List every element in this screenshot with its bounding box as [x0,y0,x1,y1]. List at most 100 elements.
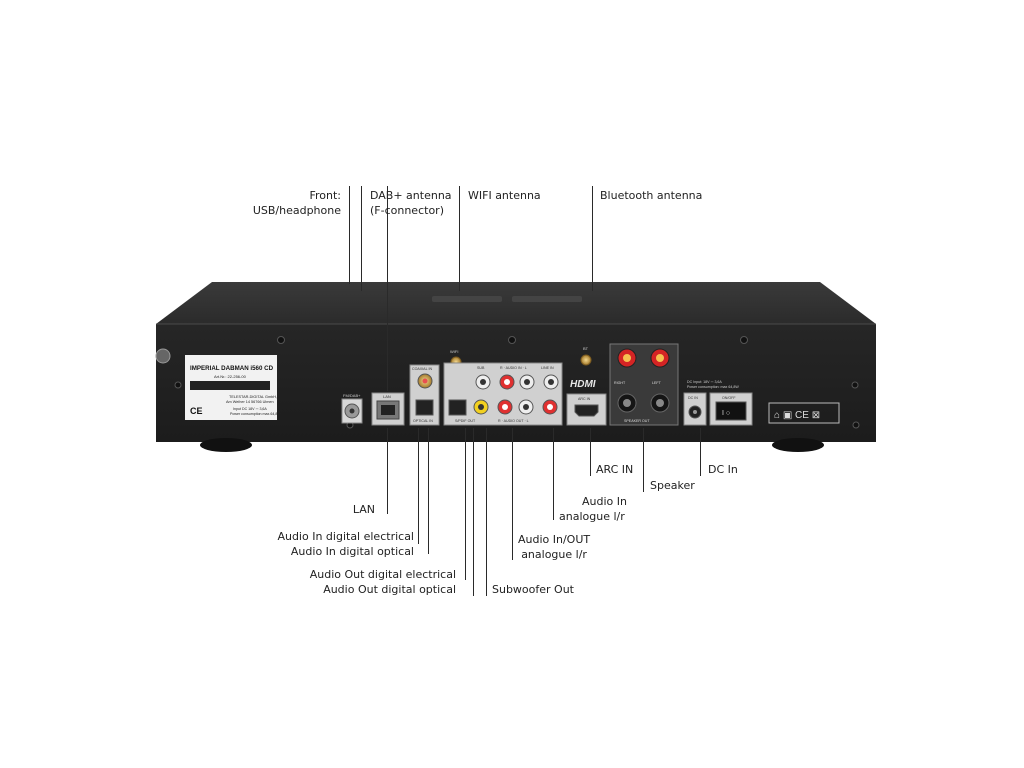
top-logo-right [512,296,582,302]
panel-coaxial-in-label: COAXIAL IN [412,367,432,371]
power-switch [715,401,747,421]
audio-in-l-jack-center [524,379,530,385]
leader-audio-inout-analogue [512,428,513,560]
leader-bluetooth-antenna [592,186,593,291]
label-bluetooth-antenna: Bluetooth antenna [600,189,703,202]
label-audio-out-digital: Audio Out digital electrical Audio Out d… [310,567,456,597]
leader-wifi-antenna [459,186,460,291]
label-dab-antenna: DAB+ antenna (F-connector) [370,188,452,218]
sticker-title: IMPERIAL DABMAN i560 CD [190,365,274,372]
audio-panel [443,362,563,426]
screw-2 [508,336,516,344]
spdif-out-coaxial-jack-center [478,404,484,410]
panel-dc-in-label: DC IN [688,396,698,400]
label-lan: LAN [352,503,375,516]
leader-audio-in-digital-electrical [418,428,419,544]
sticker-ce-mark: CE [190,406,203,416]
screw-7 [852,421,860,429]
spdif-out-optical-jack [448,399,467,416]
sticker-maker: TELESTAR-DIGITAL GmbH, [229,395,277,399]
label-audio-out-digital-electrical: Audio Out digital electrical [309,568,456,581]
sticker-address: Am Weiher 14 56766 Ulmen [226,400,274,404]
panel-arc-in-label: ARC IN [578,397,591,401]
optical-in-jack [415,399,434,416]
coaxial-in-jack-center [422,378,428,384]
panel-lan-label: LAN [383,394,391,399]
label-front-line-1: Front: [309,189,341,202]
leader-audio-out-digital-electrical [465,428,466,580]
label-audio-in-digital: Audio In digital electrical Audio In dig… [277,529,414,559]
sticker-art-nr: Art.Nr.: 22-256-00 [214,374,247,379]
screw-4 [174,381,182,389]
label-wifi-antenna: WIFI antenna [468,189,541,202]
panel-right-label: RIGHT [614,381,626,385]
device-top-surface [156,282,876,324]
audio-out-l-jack-center [523,404,529,410]
regulatory-symbols-box [768,402,840,424]
leader-arc-in [590,428,591,476]
label-audio-out-digital-optical: Audio Out digital optical [323,583,456,596]
ground-screw [155,348,171,364]
f-connector-pin [349,408,355,414]
power-switch-marks: I ○ [722,410,730,417]
line-in-jack-center [548,379,554,385]
regulatory-symbols: ⌂ ▣ CE ⊠ [774,410,820,421]
foot-left [200,438,252,452]
label-audio-in-analogue-line-2: analogue l/r [559,510,625,523]
panel-audio-in-label: R · AUDIO IN · L [500,366,527,370]
label-audio-in-digital-optical: Audio In digital optical [290,545,414,558]
sticker-power: Power consumption max.64,8W [230,412,281,416]
hdmi-logo: HDMI [570,379,596,390]
panel-audio-out-label: R · AUDIO OUT · L [498,419,529,423]
panel-sub-label: SUB [477,366,485,370]
leader-subwoofer-out [486,428,487,596]
label-dab-antenna-line-2: (F-connector) [370,204,444,217]
speaker-right-red-terminal-center [623,354,631,362]
label-front: Front: USB/headphone [253,188,341,218]
label-audio-inout-analogue-line-1: Audio In/OUT [518,533,591,546]
panel-speaker-out-label: SPEAKER OUT [624,419,650,423]
label-speaker: Speaker [650,479,695,492]
sub-out-jack-center [480,379,486,385]
leader-front-2 [361,186,362,291]
leader-audio-in-digital-optical [428,428,429,554]
dc-in-jack-pin [693,410,697,414]
leader-dab-antenna [387,186,388,391]
speaker-left-black-terminal-center [656,399,664,407]
line-in-r-jack-center [547,404,553,410]
sticker-barcode [190,381,270,390]
audio-out-r-jack-center [502,404,508,410]
label-audio-inout-analogue: Audio In/OUT analogue l/r [518,532,590,562]
panel-spdif-out-label: S/PDIF OUT [455,419,476,423]
screw-1 [277,336,285,344]
label-dc-in: DC In [708,463,738,476]
label-audio-inout-analogue-line-2: analogue l/r [521,548,587,561]
label-audio-in-analogue: Audio In analogue l/r [559,494,627,524]
panel-wifi-label: WIFI [450,349,458,354]
panel-fm-dab-label: FM/DAB+ [343,393,361,398]
panel-on-off-label: ON/OFF [722,396,736,400]
leader-dc-in [700,428,701,476]
screw-3 [740,336,748,344]
label-audio-in-analogue-line-1: Audio In [582,495,627,508]
leader-audio-in-analogue [553,428,554,520]
label-dab-antenna-line-1: DAB+ antenna [370,189,452,202]
label-audio-in-digital-electrical: Audio In digital electrical [277,530,414,543]
speaker-left-red-terminal-center [656,354,664,362]
panel-optical-in-label: OPTICAL IN [413,419,433,423]
hdmi-arc-port [574,404,599,417]
leader-front-1 [349,186,350,284]
label-front-line-2: USB/headphone [252,204,341,217]
panel-left-label: LEFT [652,381,662,385]
audio-in-r-jack-center [504,379,510,385]
leader-audio-out-digital-optical [473,428,474,596]
lan-port-socket [381,405,395,415]
bt-antenna-connector [580,354,592,366]
sticker-input: Input DC 18V ⎓ 3,6A [233,407,267,411]
label-arc-in: ARC IN [596,463,634,476]
speaker-right-black-terminal-center [623,399,631,407]
foot-right [772,438,824,452]
panel-bt-label: BT [583,346,589,351]
top-logo-left [432,296,502,302]
